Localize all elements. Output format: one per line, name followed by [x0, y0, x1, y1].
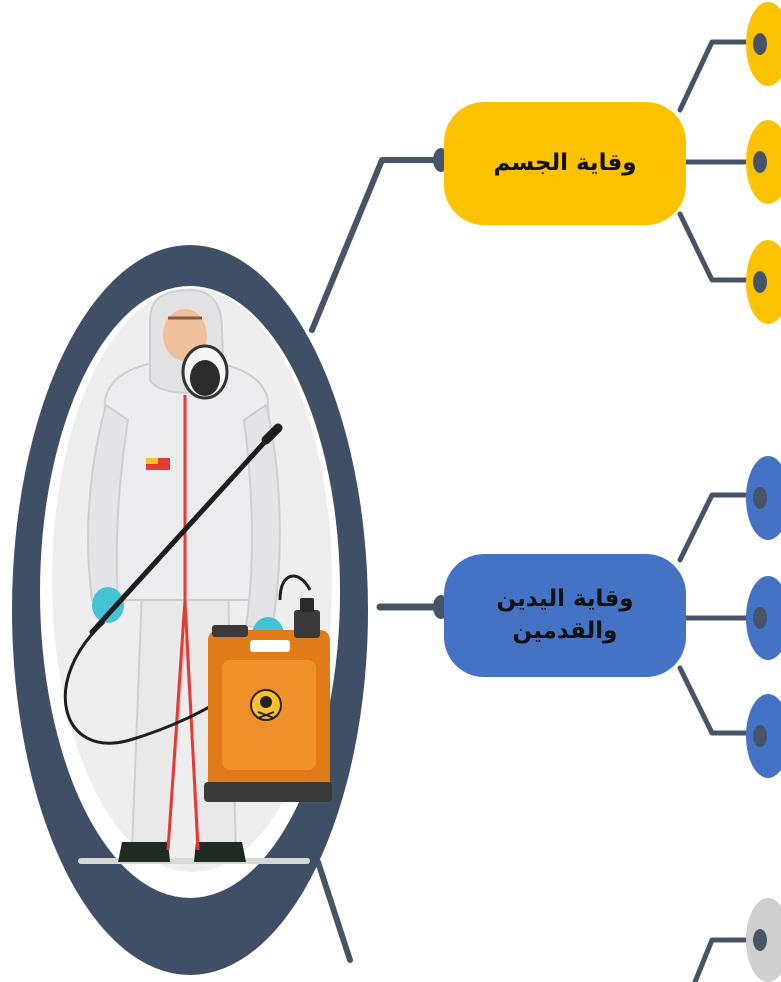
boot-right — [194, 842, 246, 862]
branch-label-hands-line2: والقدمين — [512, 617, 618, 644]
connector-dots — [433, 148, 449, 619]
branch-node-body-protection: وقاية الجسم — [444, 102, 686, 225]
branch-node-hands-feet-protection: وقاية اليدين والقدمين — [444, 554, 686, 677]
connector-frame-to-body — [309, 157, 443, 333]
floor-line — [78, 858, 310, 864]
branch-label-hands-line1: وقاية اليدين — [496, 586, 634, 613]
branch-label-body: وقاية الجسم — [493, 149, 637, 176]
connector-frame-bottom — [315, 859, 353, 963]
connector-third-top — [692, 937, 753, 982]
connectors — [309, 39, 753, 982]
glove-left — [92, 587, 124, 623]
spray-wand — [89, 431, 275, 635]
connector-body-top — [677, 39, 753, 113]
connector-body-bottom — [677, 211, 753, 283]
connector-hands-top — [677, 492, 753, 563]
leaf-nodes-hands — [746, 456, 781, 778]
boot-left — [118, 842, 170, 862]
worker-illustration — [63, 288, 332, 862]
leaf-nodes-body — [746, 2, 781, 324]
connector-hands-bottom — [677, 665, 753, 736]
leaf-nodes-third — [746, 898, 781, 982]
worker-frame — [12, 245, 368, 975]
sprayer-tank — [204, 598, 332, 802]
